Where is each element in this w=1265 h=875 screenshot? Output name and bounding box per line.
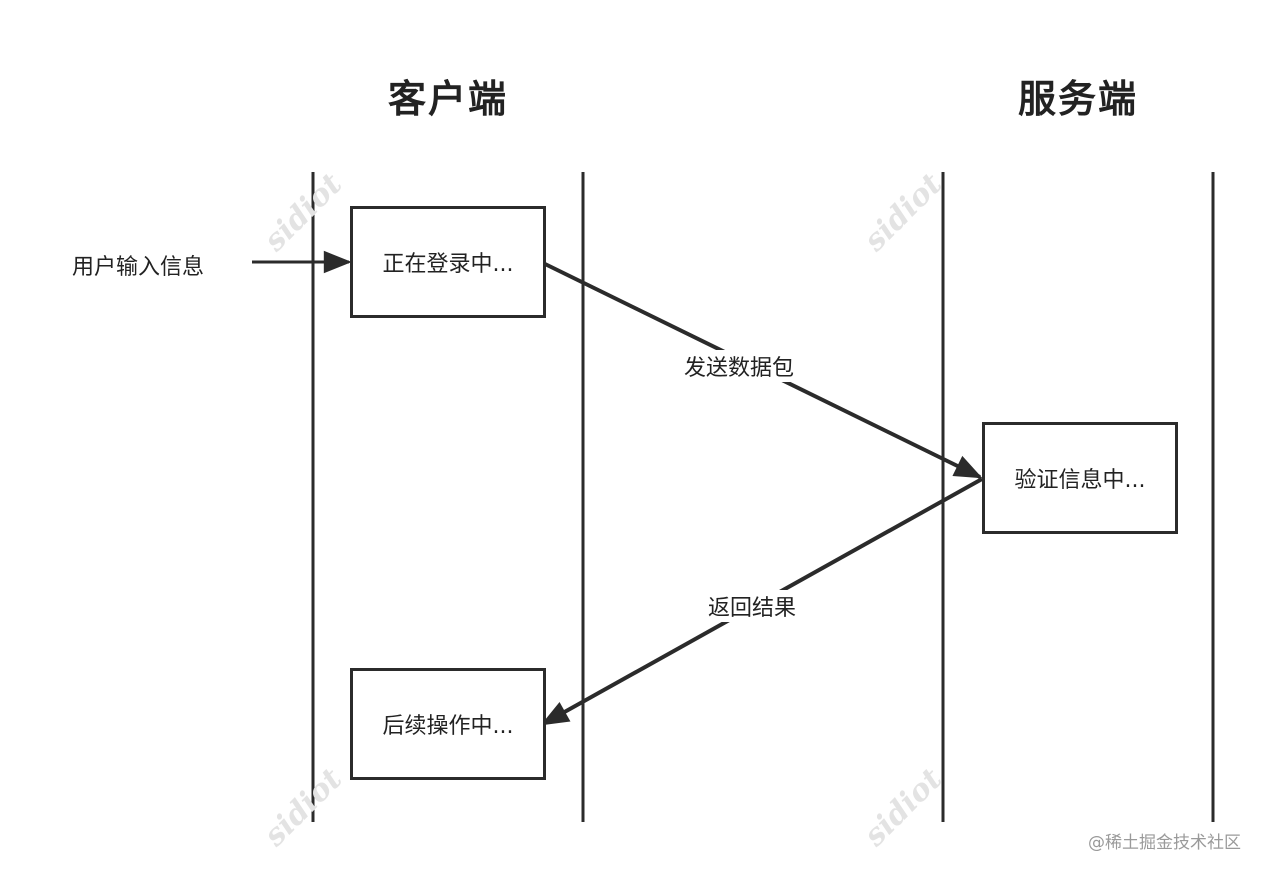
server-lane-title: 服务端	[1017, 77, 1138, 121]
follow-up-box: 后续操作中...	[350, 668, 546, 780]
return-result-label: 返回结果	[704, 590, 801, 622]
user-input-label: 用户输入信息	[72, 255, 205, 280]
send-packet-label: 发送数据包	[680, 350, 799, 382]
verifying-box: 验证信息中...	[982, 422, 1178, 534]
client-lane-title: 客户端	[387, 77, 508, 121]
logging-in-box: 正在登录中...	[350, 206, 546, 318]
source-credit: @稀土掘金技术社区	[1088, 833, 1241, 853]
